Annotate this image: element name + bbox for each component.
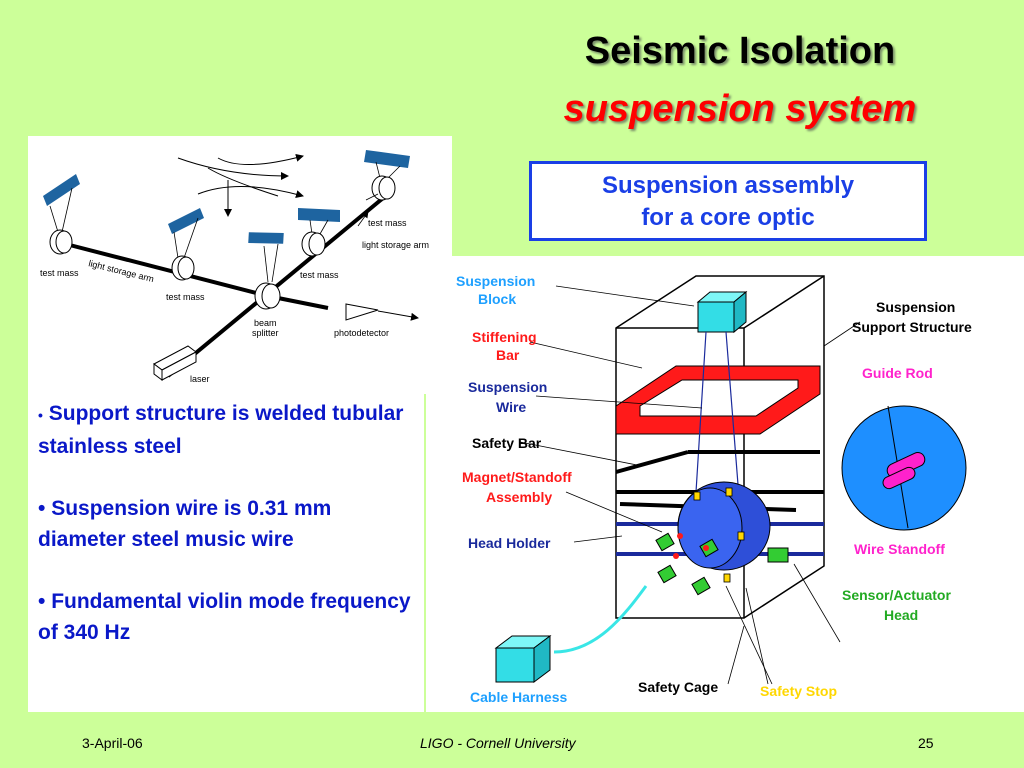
label-arm-2: light storage arm	[362, 240, 429, 250]
label-sensor-1: Sensor/Actuator	[842, 587, 951, 603]
suspension-block	[696, 290, 748, 334]
label-sensor-2: Head	[884, 607, 918, 623]
interferometer-svg: test mass test mass test mass test mass …	[40, 150, 429, 384]
assembly-diagram: Suspension Block Stiffening Bar Suspensi…	[426, 256, 1024, 712]
mirror-plates	[43, 150, 410, 244]
callout-line2: for a core optic	[641, 204, 815, 231]
label-guide-rod: Guide Rod	[862, 365, 933, 381]
interferometer-diagram: test mass test mass test mass test mass …	[28, 136, 452, 394]
detail-circle	[841, 405, 967, 531]
label-support-structure-2: Support Structure	[852, 319, 972, 335]
laser-icon	[153, 345, 197, 381]
cable-harness-box	[494, 635, 552, 683]
label-safety-stop: Safety Stop	[760, 683, 837, 699]
callout-box: Suspension assembly for a core optic	[529, 161, 927, 241]
label-laser: laser	[190, 374, 210, 384]
stiffening-bar	[615, 365, 821, 435]
label-magnet-2: Assembly	[486, 489, 552, 505]
label-suspension-wire-1: Suspension	[468, 379, 547, 395]
cable	[553, 585, 648, 654]
photodetector-icon	[345, 303, 379, 321]
label-suspension-block-2: Block	[478, 291, 516, 307]
bullets-panel	[28, 392, 424, 712]
red-magnets	[673, 533, 709, 559]
label-splitter: splitter	[252, 328, 279, 338]
label-support-structure-1: Suspension	[876, 299, 955, 315]
slide-subtitle: suspension system	[563, 88, 917, 130]
label-wire-standoff: Wire Standoff	[854, 541, 945, 557]
label-cable-harness: Cable Harness	[470, 689, 567, 705]
label-head-holder: Head Holder	[468, 535, 551, 551]
label-test-mass-2: test mass	[166, 292, 205, 302]
footer-center: LIGO - Cornell University	[420, 735, 576, 751]
callout-line1: Suspension assembly	[601, 172, 855, 199]
safety-stops	[693, 487, 745, 583]
bullet-item: • Suspension wire is 0.31 mm diameter st…	[38, 497, 332, 551]
label-beam: beam	[254, 318, 277, 328]
label-magnet-1: Magnet/Standoff	[462, 469, 572, 485]
footer-date: 3-April-06	[82, 735, 143, 751]
assembly-svg: Suspension Block Stiffening Bar Suspensi…	[456, 273, 972, 705]
label-arm-1: light storage arm	[88, 258, 155, 284]
label-test-mass-1: test mass	[40, 268, 79, 278]
bullet-list: • Support structure is welded tubular st…	[38, 398, 418, 679]
wave-arrows	[177, 153, 304, 217]
label-test-mass-4: test mass	[368, 218, 407, 228]
footer-page-number: 25	[918, 735, 934, 751]
test-mass-drums	[49, 175, 396, 310]
label-suspension-wire-2: Wire	[496, 399, 526, 415]
label-stiffening-1: Stiffening	[472, 329, 537, 345]
core-optic	[677, 481, 771, 571]
magnet-standoffs	[655, 532, 789, 596]
slide-title: Seismic Isolation	[584, 30, 896, 72]
label-test-mass-3: test mass	[300, 270, 339, 280]
bullet-item: • Fundamental violin mode frequency of 3…	[38, 590, 411, 644]
bullet-item: • Support structure is welded tubular st…	[38, 402, 404, 458]
label-safety-cage: Safety Cage	[638, 679, 718, 695]
label-suspension-block-1: Suspension	[456, 273, 535, 289]
label-stiffening-2: Bar	[496, 347, 520, 363]
label-safety-bar: Safety Bar	[472, 435, 542, 451]
label-photodetector: photodetector	[334, 328, 389, 338]
leader-lines	[519, 285, 861, 685]
mirror-wires	[49, 161, 401, 283]
